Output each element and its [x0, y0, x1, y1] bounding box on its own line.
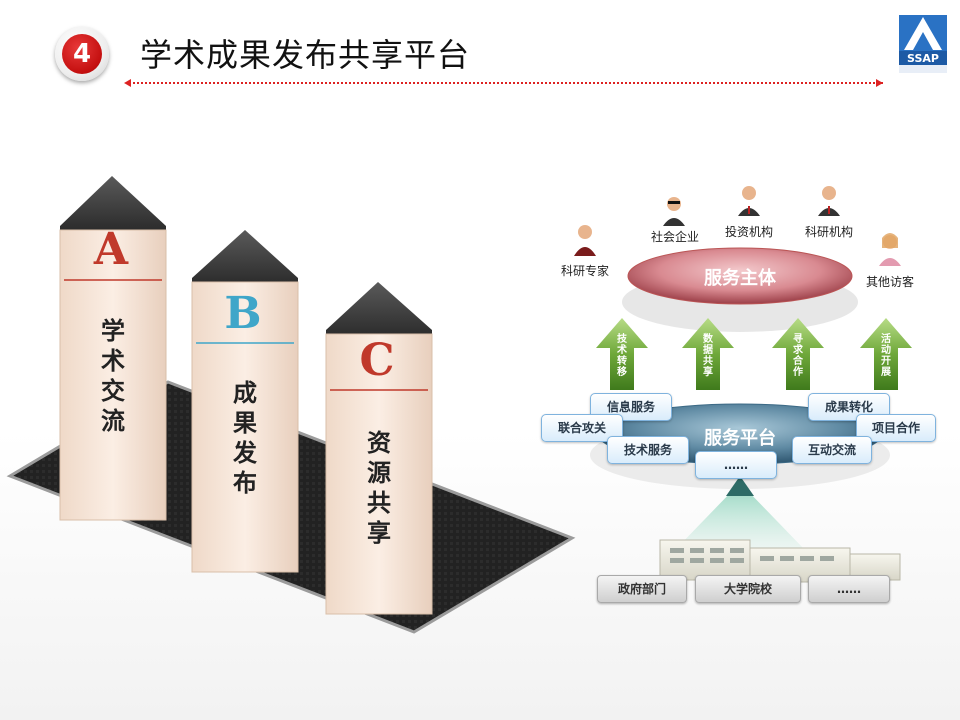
- arrow-data-sharing: [682, 318, 734, 390]
- ssap-logo: SSAP: [898, 14, 948, 74]
- arrow-label-seek-cooperation: 寻求合作: [793, 334, 803, 378]
- service-subject-label: 服务主体: [704, 268, 776, 289]
- person-label-visitor: 其他访客: [865, 275, 914, 289]
- logo-text: SSAP: [907, 52, 939, 65]
- service-pill-tech-service: 技术服务: [607, 436, 689, 464]
- person-icon-visitor: [879, 233, 901, 266]
- arrow-label-tech-transfer: 技术转移: [617, 334, 627, 378]
- service-pill-commercialization: 成果转化: [808, 393, 890, 421]
- service-pill-interaction: 互动交流: [792, 436, 872, 464]
- title-rule-right-arrow: [876, 79, 883, 87]
- person-icon-enterprise: [663, 197, 685, 226]
- person-label-expert: 科研专家: [560, 264, 609, 278]
- source-pill-more: ……: [808, 575, 890, 603]
- source-pill-university: 大学院校: [695, 575, 801, 603]
- pillar-c: [325, 282, 433, 615]
- service-pill-joint-research: 联合攻关: [541, 414, 623, 442]
- section-number-badge: 4: [55, 27, 109, 81]
- arrow-tech-transfer: [596, 318, 648, 390]
- title-divider: [128, 82, 883, 84]
- arrow-seek-cooperation: [772, 318, 824, 390]
- service-pill-more: ……: [695, 451, 777, 479]
- person-label-enterprise: 社会企业: [650, 230, 699, 244]
- person-icon-research-org: [818, 186, 840, 216]
- title-rule-left-arrow: [124, 79, 131, 87]
- person-label-investor: 投资机构: [724, 225, 773, 239]
- service-subject-ellipse: [627, 247, 853, 305]
- arrow-label-activities: 活动开展: [881, 334, 891, 378]
- pillar-b: [191, 230, 299, 573]
- page-title: 学术成果发布共享平台: [140, 36, 471, 74]
- connection-beam: [675, 488, 805, 550]
- pillar-b-letter: B: [224, 288, 262, 339]
- section-number: 4: [62, 34, 102, 74]
- source-pill-government: 政府部门: [597, 575, 687, 603]
- arrow-label-data-sharing: 数据共享: [703, 334, 713, 378]
- buildings-icon: [659, 539, 901, 583]
- pillar-c-text: 资 源 共 享: [367, 429, 391, 547]
- person-icon-expert: [574, 225, 596, 256]
- person-icon-investor: [738, 186, 760, 216]
- service-pill-project-coop: 项目合作: [856, 414, 936, 442]
- pillar-a: [59, 176, 167, 521]
- pillars-illustration: [6, 176, 576, 634]
- pillar-a-text: 学 术 交 流: [101, 317, 125, 435]
- pillar-a-letter: A: [93, 224, 129, 275]
- pillar-b-text: 成 果 发 布: [233, 379, 257, 497]
- pillar-c-letter: C: [359, 335, 395, 386]
- service-platform-label: 服务平台: [704, 428, 776, 449]
- arrow-activities: [860, 318, 912, 390]
- person-label-research-org: 科研机构: [804, 225, 853, 239]
